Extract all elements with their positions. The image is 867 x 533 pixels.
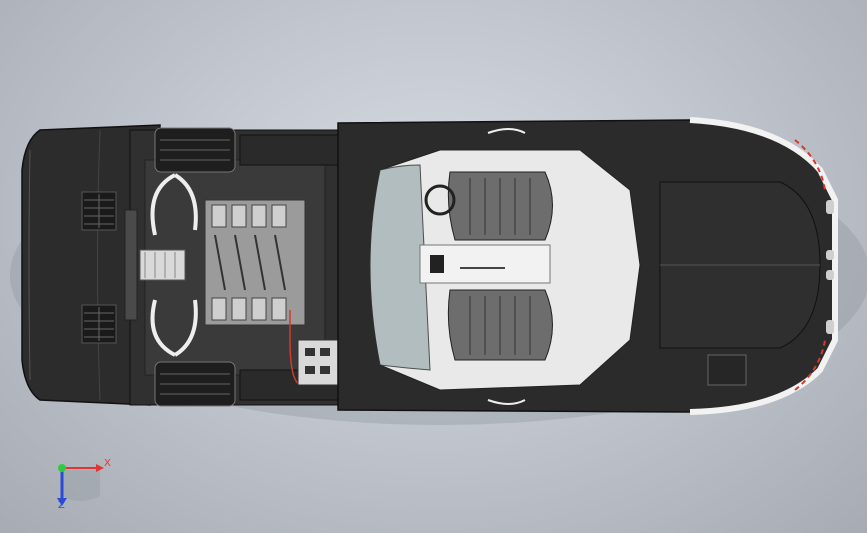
engine-block — [204, 199, 306, 386]
door-handle-bottom — [487, 399, 526, 405]
z-axis-label: Z — [58, 500, 65, 511]
hood — [659, 181, 834, 386]
seat-bottom — [447, 289, 553, 361]
door-handle-top — [487, 128, 526, 134]
seat-top — [447, 171, 553, 241]
rear-suspension-upper — [150, 173, 198, 236]
windshield — [369, 164, 431, 371]
differential — [124, 209, 186, 321]
battery — [297, 339, 339, 386]
rear-wheel-top — [154, 127, 236, 173]
rear-suspension-lower — [150, 299, 198, 357]
rear-body — [21, 124, 161, 406]
rear-wheel-bottom — [154, 361, 236, 407]
x-axis-label: X — [104, 458, 111, 469]
axis-triad — [57, 464, 104, 506]
cockpit — [369, 149, 641, 391]
y-axis-origin — [58, 464, 66, 472]
front-lights — [826, 200, 834, 334]
hood-panel — [707, 354, 747, 386]
rear-vent-bottom — [81, 304, 117, 344]
rear-vent-top — [81, 191, 117, 231]
steering-wheel — [424, 184, 456, 216]
